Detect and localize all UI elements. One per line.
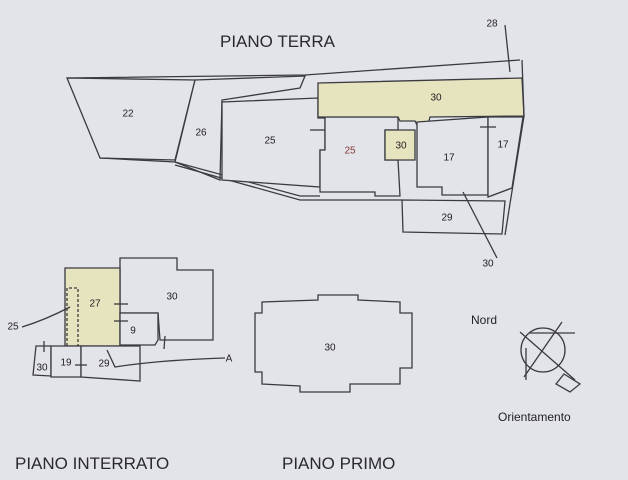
callout-25-line	[21, 306, 71, 328]
door-mark	[163, 335, 166, 350]
room-29-interrato	[80, 345, 141, 382]
compass-caption: Orientamento	[498, 410, 571, 424]
outer-wall-right	[504, 59, 525, 236]
label-30-interrato-small: 30	[36, 363, 48, 374]
title-piano-primo: PIANO PRIMO	[282, 454, 395, 473]
callout-30-line	[462, 191, 498, 259]
callout-28-line	[504, 24, 511, 73]
label-17-right: 17	[497, 140, 509, 151]
piano-interrato-plan: 25 A 27 30 9 30 19 29	[7, 257, 233, 382]
label-19: 19	[60, 358, 72, 369]
title-piano-interrato: PIANO INTERRATO	[15, 454, 169, 473]
label-30-interrato: 30	[166, 292, 178, 303]
label-22: 22	[122, 109, 134, 120]
label-29: 29	[441, 213, 453, 224]
label-27: 27	[89, 299, 101, 310]
callout-25: 25	[7, 322, 19, 333]
outer-wall-bottom-2	[174, 164, 402, 201]
callout-a-line	[106, 349, 226, 368]
label-26: 26	[195, 128, 207, 139]
callout-30: 30	[482, 259, 494, 270]
callout-a: A	[226, 354, 233, 365]
compass-north-label: Nord	[471, 313, 497, 327]
label-30-small: 30	[395, 141, 407, 152]
outer-wall-top	[66, 59, 521, 79]
piano-terra-plan: 22 26 25 25 30 30 17 17 29 28 30	[66, 19, 525, 270]
room-25-interrato	[66, 287, 79, 346]
label-9: 9	[130, 326, 136, 337]
room-30-small	[384, 129, 416, 161]
piano-primo-plan: 30	[254, 294, 413, 393]
label-17: 17	[443, 153, 455, 164]
label-25: 25	[344, 146, 356, 157]
room-30-primo	[254, 294, 413, 393]
label-25-left: 25	[264, 136, 276, 147]
callout-28: 28	[486, 19, 498, 30]
room-29	[401, 199, 506, 235]
label-30-primo: 30	[324, 343, 336, 354]
room-9	[119, 312, 159, 346]
label-29-interrato: 29	[98, 359, 110, 370]
compass-icon	[519, 321, 582, 393]
title-piano-terra: PIANO TERRA	[220, 32, 336, 51]
label-30-top: 30	[430, 93, 442, 104]
